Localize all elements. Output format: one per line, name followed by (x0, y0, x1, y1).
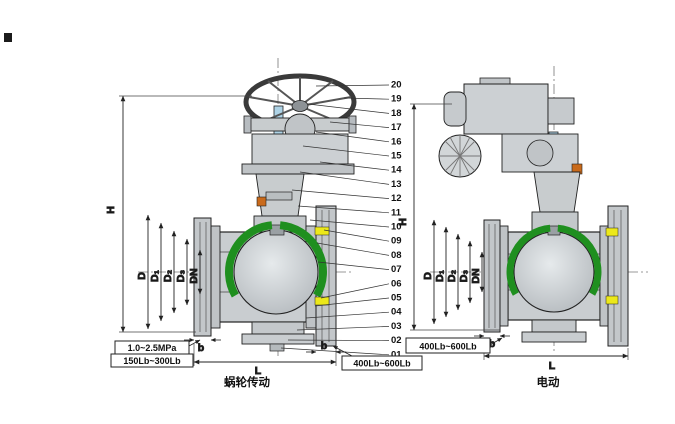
corner-mark (4, 33, 12, 42)
part-number: 09 (391, 236, 402, 247)
actuator-housing (463, 83, 549, 135)
dim-D3-left: D₃ (175, 270, 187, 283)
drive-label-electric: 电动 (537, 375, 560, 389)
dim-D2-left: D₂ (162, 270, 174, 283)
dim-DN-right: DN (470, 268, 482, 283)
bottom-neck (251, 321, 305, 335)
handwheel-hub (291, 100, 309, 112)
dim-H-left: H (105, 206, 117, 214)
drive-label-worm-gear: 蜗轮传动 (224, 375, 270, 389)
packing-orange (256, 196, 267, 207)
mounting-plate (241, 163, 355, 175)
dim-D1-left: D₁ (149, 270, 161, 282)
actuator-handwheel (438, 134, 482, 178)
seal-yellow-bottom (605, 295, 619, 305)
left-pipe-flange (483, 219, 501, 333)
seat-ring-left (225, 221, 273, 298)
part-number: 05 (391, 293, 402, 304)
drive-gear (526, 139, 554, 167)
dim-D-left: D (136, 272, 148, 280)
ball (513, 231, 595, 313)
yoke (533, 171, 581, 213)
actuator-terminal-box (547, 97, 575, 125)
annotation-labels: 1.0~2.5MPa 150Lb~300Lb 400Lb~600Lb 400Lb… (110, 337, 560, 389)
part-number: 11 (391, 207, 402, 218)
dim-L-right: L (549, 360, 556, 372)
part-number: 07 (391, 264, 402, 275)
bottom-flange (521, 331, 587, 343)
left-pipe-flange (193, 217, 212, 337)
bottom-neck (531, 319, 577, 333)
drain-plug (269, 343, 285, 352)
dim-D-right: D (422, 272, 434, 280)
class-box-right (405, 337, 491, 354)
dim-b-right-flange: b (321, 340, 327, 352)
seat-ring-left (506, 224, 551, 296)
part-number: 08 (391, 250, 402, 261)
pressure-box-2 (110, 353, 194, 368)
left-valve-dimensions: H D D₁ D₂ D₃ DN L b b (105, 95, 346, 377)
seal-yellow-top (314, 226, 330, 236)
right-valve-drawing (430, 66, 648, 352)
bottom-flange (241, 333, 315, 345)
worm-gearbox (241, 113, 357, 175)
pressure-label-2: 150Lb~300Lb (123, 356, 181, 366)
part-number: 02 (391, 335, 402, 346)
dim-D1-right: D₁ (434, 270, 446, 282)
right-pipe-flange (607, 205, 629, 347)
part-number: 10 (391, 222, 402, 233)
class-label-left: 400Lb~600Lb (353, 359, 411, 369)
class-label-right: 400Lb~600Lb (419, 342, 477, 352)
part-number: 14 (391, 165, 402, 176)
part-number: 16 (391, 136, 402, 147)
stem-slot (269, 224, 285, 236)
dim-D2-right: D₂ (446, 270, 458, 283)
actuator-motor (443, 91, 467, 127)
pressure-label-1: 1.0~2.5MPa (128, 343, 178, 353)
part-number: 06 (391, 278, 402, 289)
dim-b-left-flange: b (198, 342, 204, 354)
seal-yellow-bottom (314, 296, 330, 306)
right-valve-dimensions: H D D₁ D₂ D₃ DN L b (397, 103, 629, 372)
seat-ring-right (557, 224, 602, 296)
seat-ring-right (279, 221, 327, 298)
dim-D3-right: D₃ (458, 270, 470, 283)
left-valve-drawing (138, 58, 357, 356)
dim-H-right: H (397, 218, 409, 226)
part-number: 15 (391, 151, 402, 162)
packing-gland (265, 191, 293, 201)
part-number: 03 (391, 321, 402, 332)
part-number: 18 (391, 108, 402, 119)
part-number: 20 (391, 80, 402, 91)
class-box-left (341, 355, 423, 371)
seal-yellow-top (605, 227, 619, 237)
part-number: 04 (391, 307, 402, 318)
part-number: 12 (391, 193, 402, 204)
dim-DN-left: DN (188, 268, 200, 283)
part-number: 19 (391, 94, 402, 105)
part-number: 13 (391, 179, 402, 190)
parts-callouts: 20 19 18 17 16 15 14 13 12 11 10 09 08 0… (280, 80, 402, 360)
electric-actuator (438, 77, 583, 178)
part-number: 17 (391, 122, 402, 133)
part-number: 01 (391, 349, 402, 360)
ball (233, 229, 319, 315)
dim-L-left: L (255, 365, 262, 377)
